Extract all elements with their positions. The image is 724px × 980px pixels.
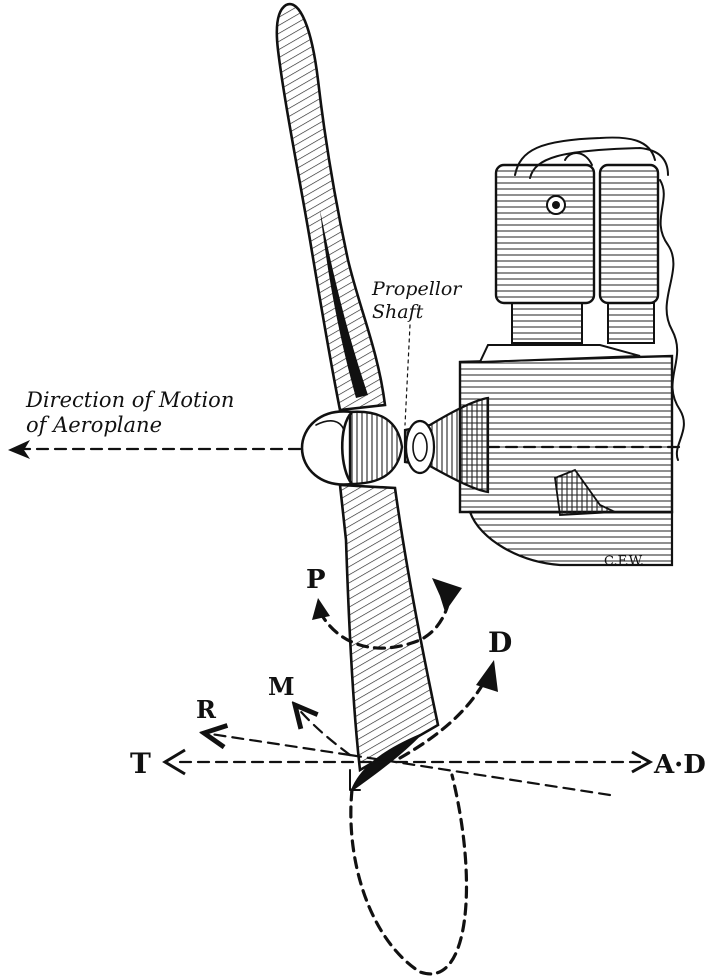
label-M: M bbox=[268, 672, 295, 701]
motion-label-line1: Direction of Motion bbox=[25, 388, 234, 412]
moment-arrow-M bbox=[295, 705, 352, 757]
propeller-lower-blade bbox=[338, 483, 440, 773]
thrust-arrow-icon bbox=[162, 748, 186, 776]
propeller-shaft bbox=[403, 396, 490, 494]
label-T: T bbox=[130, 747, 151, 780]
engine-cylinder-2 bbox=[598, 163, 660, 305]
label-P: P bbox=[306, 565, 326, 595]
label-D: D bbox=[488, 626, 512, 659]
label-AD: A·D bbox=[653, 750, 706, 780]
motion-label-line2: of Aeroplane bbox=[26, 413, 162, 437]
resultant-arrow-R bbox=[204, 733, 352, 757]
rotation-arrow-down-icon bbox=[432, 578, 462, 612]
motion-arrow-icon bbox=[8, 440, 30, 459]
propeller-boss bbox=[300, 410, 404, 486]
rotation-arrow-up-icon bbox=[312, 598, 330, 620]
shaft-leader-line bbox=[404, 324, 411, 426]
drag-arrow-icon bbox=[476, 660, 498, 692]
engine-cylinder-1 bbox=[494, 163, 596, 305]
shaft-label-line2: Shaft bbox=[372, 301, 424, 323]
propeller-upper-blade bbox=[275, 2, 387, 412]
axial-arrow-icon bbox=[631, 750, 654, 774]
shaft-label-line1: Propellor bbox=[371, 278, 463, 300]
signature: C.F.W. bbox=[604, 554, 644, 569]
label-R: R bbox=[196, 695, 217, 724]
rotation-arc-P bbox=[318, 593, 452, 650]
engine bbox=[458, 136, 685, 567]
blade-path-loop bbox=[349, 773, 469, 976]
